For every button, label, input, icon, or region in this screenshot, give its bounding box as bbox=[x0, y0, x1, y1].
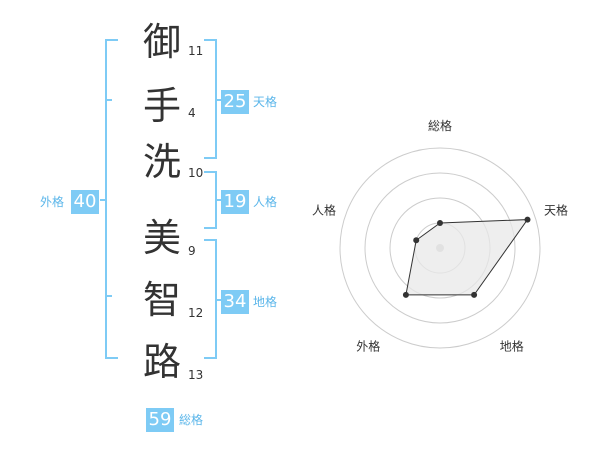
radar-ring bbox=[339, 147, 541, 349]
chikaku-label: 地格 bbox=[253, 295, 278, 309]
radar-point-2 bbox=[524, 216, 531, 223]
name-char-1: 御 bbox=[142, 20, 181, 64]
radar-axis-label-2: 天格 bbox=[544, 202, 568, 217]
radar-point-5 bbox=[413, 237, 420, 244]
jinkaku-bracket bbox=[204, 171, 217, 229]
soukaku-label: 総格 bbox=[179, 413, 204, 427]
chikaku-bracket bbox=[204, 239, 217, 359]
jinkaku-label: 人格 bbox=[253, 195, 278, 209]
tenkaku-value: 25 bbox=[221, 90, 249, 114]
radar-point-3 bbox=[471, 291, 478, 298]
gaikaku-label: 外格 bbox=[40, 195, 65, 209]
radar-axis-label-3: 地格 bbox=[500, 339, 524, 354]
radar-point-4 bbox=[402, 291, 409, 298]
radar-ring bbox=[364, 172, 516, 324]
name-char-4: 美 bbox=[142, 216, 181, 260]
radar-point-1 bbox=[437, 220, 443, 226]
stroke-count-4: 9 bbox=[188, 244, 196, 258]
name-char-3: 洗 bbox=[142, 140, 181, 184]
radar-axis-label-4: 外格 bbox=[356, 339, 380, 354]
radar-axis-label-1: 総格 bbox=[428, 118, 452, 133]
stroke-count-1: 11 bbox=[188, 44, 204, 58]
tenkaku-bracket bbox=[204, 39, 217, 159]
gaikaku-value: 40 bbox=[71, 190, 99, 214]
radar-axis-label-5: 人格 bbox=[312, 202, 336, 217]
stroke-count-6: 13 bbox=[188, 368, 204, 382]
soukaku-value: 59 bbox=[146, 408, 174, 432]
stroke-count-2: 4 bbox=[188, 106, 196, 120]
name-char-5: 智 bbox=[142, 278, 181, 322]
radar-polygon bbox=[405, 219, 529, 296]
name-char-2: 手 bbox=[142, 84, 181, 128]
chikaku-value: 34 bbox=[221, 290, 249, 314]
stroke-count-5: 12 bbox=[188, 306, 204, 320]
stroke-count-3: 10 bbox=[188, 166, 204, 180]
jinkaku-value: 19 bbox=[221, 190, 249, 214]
tenkaku-label: 天格 bbox=[253, 95, 278, 109]
gaikaku-bracket bbox=[105, 39, 118, 359]
name-char-6: 路 bbox=[142, 340, 181, 384]
